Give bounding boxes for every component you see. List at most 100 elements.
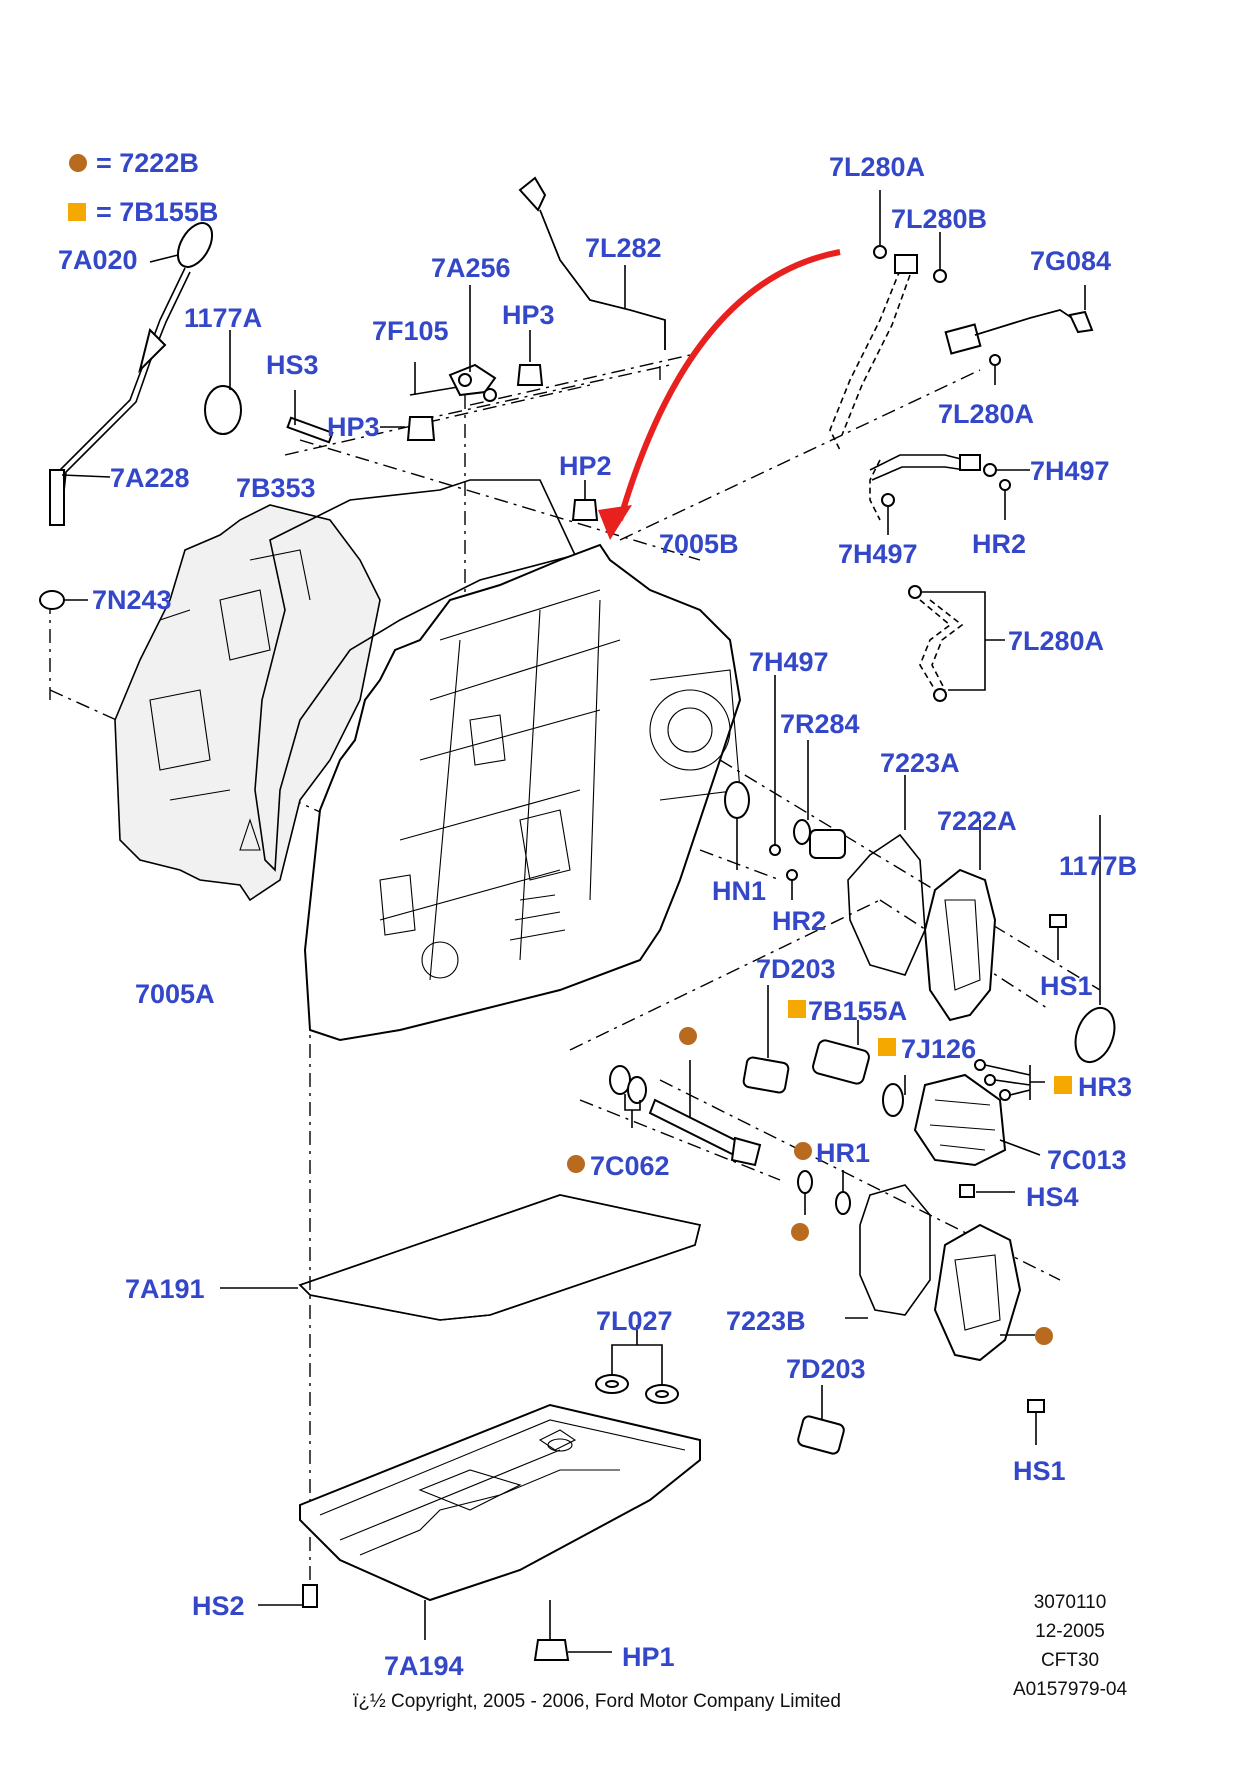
seal-1177a	[204, 330, 242, 435]
seal-7r284	[793, 740, 846, 859]
label-7222a: 7222A	[937, 806, 1017, 836]
pan-gasket-7a191	[220, 1194, 701, 1321]
drawing-reference: A0157979-04	[1013, 1679, 1128, 1700]
marker-7222b-icon	[791, 1223, 809, 1241]
label-7c013: 7C013	[1047, 1145, 1127, 1175]
bushing-7d203-upper	[742, 985, 790, 1094]
label-7b353: 7B353	[236, 473, 316, 503]
label-hp1: HP1	[622, 1642, 675, 1672]
label-hr1: HR1	[816, 1138, 870, 1168]
label-7r284: 7R284	[780, 709, 860, 739]
label-7005b: 7005B	[659, 529, 739, 559]
legend-7b155b-label: = 7B155B	[96, 197, 218, 227]
label-hs4: HS4	[1026, 1182, 1079, 1212]
label-7223a: 7223A	[880, 748, 960, 778]
transmission-housing-7005a	[114, 504, 381, 902]
label-7l027: 7L027	[596, 1306, 673, 1336]
markers	[567, 1000, 1072, 1345]
label-1177a: 1177A	[184, 303, 262, 333]
label-7223b: 7223B	[726, 1306, 806, 1336]
cooler-hose-7h497-pair	[869, 454, 1030, 535]
drain-plug-hp1	[533, 1600, 612, 1661]
label-hs3: HS3	[266, 350, 319, 380]
bolt-hs2	[258, 1584, 318, 1608]
transmission-case-7005b	[303, 543, 742, 1042]
label-hr2-center: HR2	[772, 906, 826, 936]
plug-hp3-lower	[380, 416, 436, 441]
cooler-hose-7l280a-lower	[908, 585, 1005, 702]
case-gasket-7b353	[254, 479, 577, 872]
marker-7b155b-icon	[788, 1000, 806, 1018]
legend-brown-circle-icon	[69, 154, 87, 172]
label-hp2: HP2	[559, 451, 612, 481]
plug-hp3-upper	[516, 330, 544, 386]
label-7b155a: 7B155A	[808, 996, 907, 1026]
label-7a256: 7A256	[431, 253, 511, 283]
bolt-hs1-lower	[1027, 1399, 1045, 1445]
clips-hr1	[797, 1170, 851, 1215]
label-7a228: 7A228	[110, 463, 190, 493]
label-hn1: HN1	[712, 876, 766, 906]
label-7g084: 7G084	[1030, 246, 1111, 276]
label-hs1-lower: HS1	[1013, 1456, 1066, 1486]
label-hr2-top: HR2	[972, 529, 1026, 559]
cover-7222a	[923, 820, 997, 1022]
bushing-7b155a	[812, 1020, 870, 1085]
label-7a020: 7A020	[58, 245, 138, 275]
label-7005a: 7005A	[135, 979, 215, 1009]
shaft-7c062	[609, 1060, 762, 1167]
sensor-7a256	[409, 285, 497, 402]
drawing-info-block: 3070110 12-2005 CFT30 A0157979-04	[1013, 1592, 1128, 1700]
bolt-hs3	[286, 390, 334, 444]
assembly-axis-lines	[49, 354, 1101, 1590]
label-hp3-upper: HP3	[502, 300, 555, 330]
bolt-hs4	[959, 1184, 1015, 1198]
label-hr3: HR3	[1078, 1072, 1132, 1102]
marker-7222b-icon	[567, 1155, 585, 1173]
label-7c062: 7C062	[590, 1151, 670, 1181]
label-7l280a-mid: 7L280A	[938, 399, 1034, 429]
drawing-model: CFT30	[1041, 1650, 1099, 1671]
drawing-code: 3070110	[1034, 1592, 1107, 1613]
label-7n243: 7N243	[92, 585, 172, 615]
label-hs2: HS2	[192, 1591, 245, 1621]
label-7f105: 7F105	[372, 316, 449, 346]
washers-7l027	[595, 1325, 679, 1404]
marker-7222b-icon	[794, 1142, 812, 1160]
marker-7222b-icon	[679, 1027, 697, 1045]
legend-7222b-label: = 7222B	[96, 148, 199, 178]
label-7h497-left: 7H497	[838, 539, 918, 569]
breather-tube-7l282	[518, 176, 666, 350]
label-7l282: 7L282	[585, 233, 662, 263]
legend-orange-square-icon	[68, 203, 86, 221]
label-7d203-upper: 7D203	[756, 954, 836, 984]
oil-pan-7a194	[299, 1403, 701, 1640]
drawing-date: 12-2005	[1035, 1621, 1105, 1642]
label-1177b: 1177B	[1059, 851, 1137, 881]
retainer-hn1	[724, 781, 750, 870]
cooler-pipe-7g084	[944, 285, 1094, 385]
pump-cover-lower	[933, 1223, 1035, 1362]
label-7h497-center: 7H497	[749, 647, 829, 677]
label-hp3-lower: HP3	[327, 412, 380, 442]
red-direction-arrow	[598, 249, 841, 540]
label-7l280a-top: 7L280A	[829, 152, 925, 182]
legend: = 7222B = 7B155B	[68, 148, 218, 227]
cooler-hose-7l280a-upper	[829, 190, 947, 451]
marker-7b155b-icon	[878, 1038, 896, 1056]
clip-hr2-side	[786, 869, 798, 900]
clip-7h497-side	[769, 675, 781, 856]
seal-7j126	[882, 1075, 906, 1117]
copyright-notice: ï¿½ Copyright, 2005 - 2006, Ford Motor C…	[353, 1691, 841, 1712]
label-7a191: 7A191	[125, 1274, 205, 1304]
marker-7222b-icon	[1035, 1327, 1053, 1345]
gasket-7223b	[845, 1184, 931, 1319]
label-7j126: 7J126	[901, 1034, 976, 1064]
label-7l280a-low: 7L280A	[1008, 626, 1104, 656]
seal-1177b	[1074, 815, 1116, 1064]
label-7d203-lower: 7D203	[786, 1354, 866, 1384]
label-7h497-right: 7H497	[1030, 456, 1110, 486]
label-7l280b: 7L280B	[891, 204, 987, 234]
pump-assembly-7c013	[913, 1059, 1045, 1167]
